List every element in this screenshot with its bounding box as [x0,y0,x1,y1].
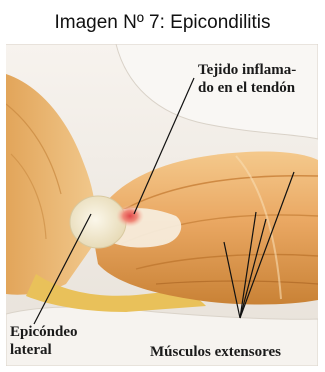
lateral-epicondyle-label: Epicóndeo lateral [10,323,78,359]
lateral-epicondyle-label-line2: lateral [10,341,78,359]
inflamed-tendon-label: Tejido inflama- do en el tendón [198,61,296,97]
inflamed-tendon-label-line1: Tejido inflama- [198,61,296,79]
lateral-epicondyle-label-line1: Epicóndeo [10,323,78,341]
inflamed-tendon-label-line2: do en el tendón [198,79,296,97]
extensor-muscles-label: Músculos extensores [150,343,281,361]
figure-caption: Imagen Nº 7: Epicondilitis [0,12,325,34]
